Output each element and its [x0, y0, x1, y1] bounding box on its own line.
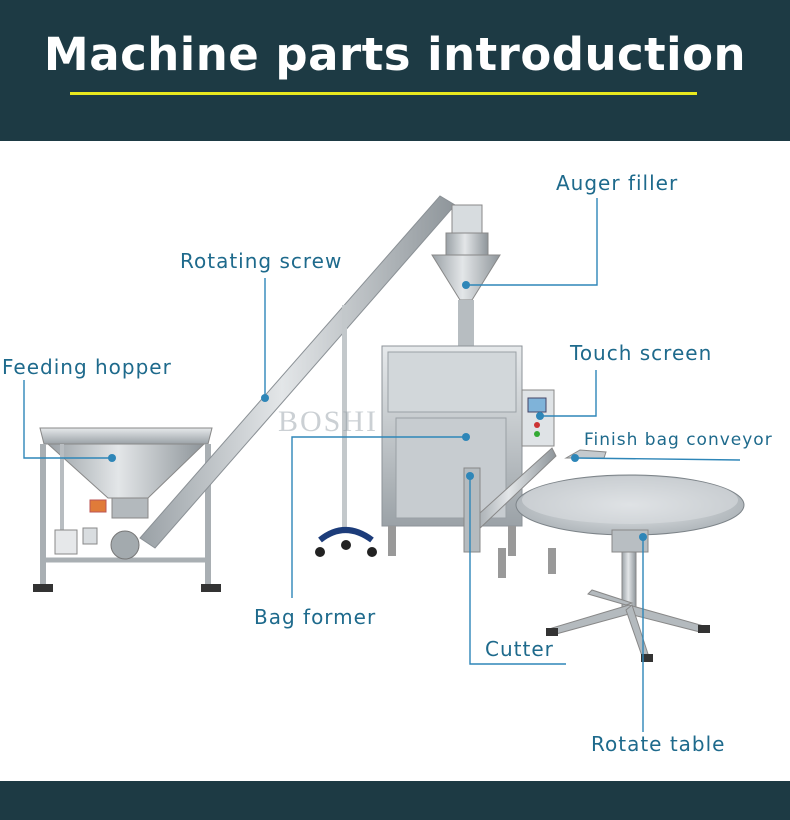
leader-dots	[108, 281, 647, 541]
leader-lines	[23, 198, 741, 732]
label-touch-screen: Touch screen	[570, 341, 713, 365]
watermark: BOSHI	[278, 405, 379, 438]
rotate-table-illustration	[515, 449, 745, 662]
label-auger-filler: Auger filler	[556, 171, 679, 195]
auger-filler-illustration	[431, 204, 501, 348]
title-underline	[70, 92, 697, 95]
page-title: Machine parts introduction	[43, 28, 747, 81]
feeding-hopper-illustration	[33, 427, 221, 592]
header-banner: Machine parts introduction	[0, 0, 790, 141]
label-feeding-hopper: Feeding hopper	[2, 355, 172, 379]
label-bag-former: Bag former	[254, 605, 377, 629]
footer-bar	[0, 781, 790, 820]
label-rotate-table: Rotate table	[591, 732, 726, 756]
label-rotating-screw: Rotating screw	[180, 249, 343, 273]
packing-machine-illustration	[381, 345, 557, 578]
label-cutter: Cutter	[485, 637, 554, 661]
label-finish-bag-conveyor: Finish bag conveyor	[584, 430, 773, 450]
